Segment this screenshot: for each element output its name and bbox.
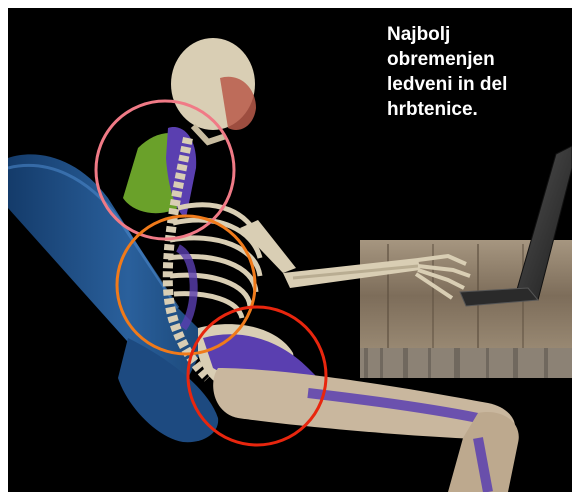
desk-edge xyxy=(360,348,572,378)
caption-text: Najbolj obremenjen ledveni in del hrbten… xyxy=(387,22,567,122)
ergonomics-illustration: Najbolj obremenjen ledveni in del hrbten… xyxy=(8,8,572,492)
upper-arm xyxy=(240,220,296,273)
